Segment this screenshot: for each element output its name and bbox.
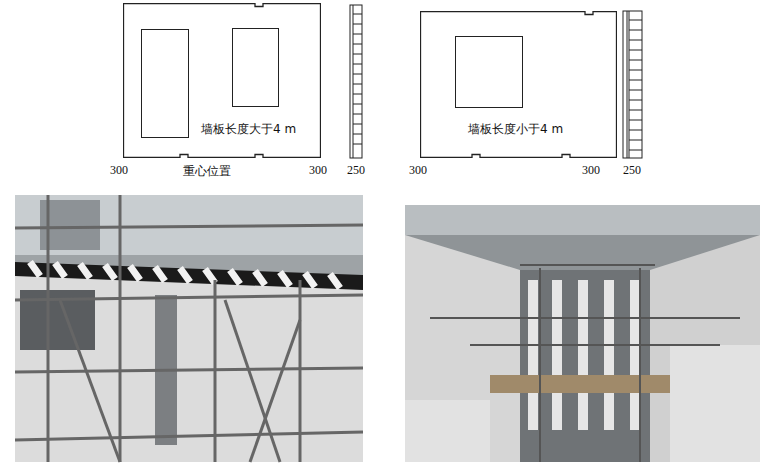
wall-panel: 墙板长度小于4 m xyxy=(420,11,617,158)
dimension-label: 300 xyxy=(309,163,327,178)
note-label: 重心位置 xyxy=(183,163,231,180)
site-photo xyxy=(405,205,760,462)
side-view xyxy=(350,5,362,158)
dimension-label: 250 xyxy=(347,163,365,178)
side-view xyxy=(623,11,642,158)
dimension-label: 300 xyxy=(110,163,128,178)
panel-label: 墙板长度小于4 m xyxy=(468,121,563,138)
dimension-label: 300 xyxy=(409,163,427,178)
dimension-label: 300 xyxy=(582,163,600,178)
panel-label: 墙板长度大于4 m xyxy=(201,121,296,138)
dimension-label: 250 xyxy=(623,163,641,178)
wall-panel: 墙板长度大于4 m xyxy=(123,3,321,158)
site-photo xyxy=(15,195,363,462)
